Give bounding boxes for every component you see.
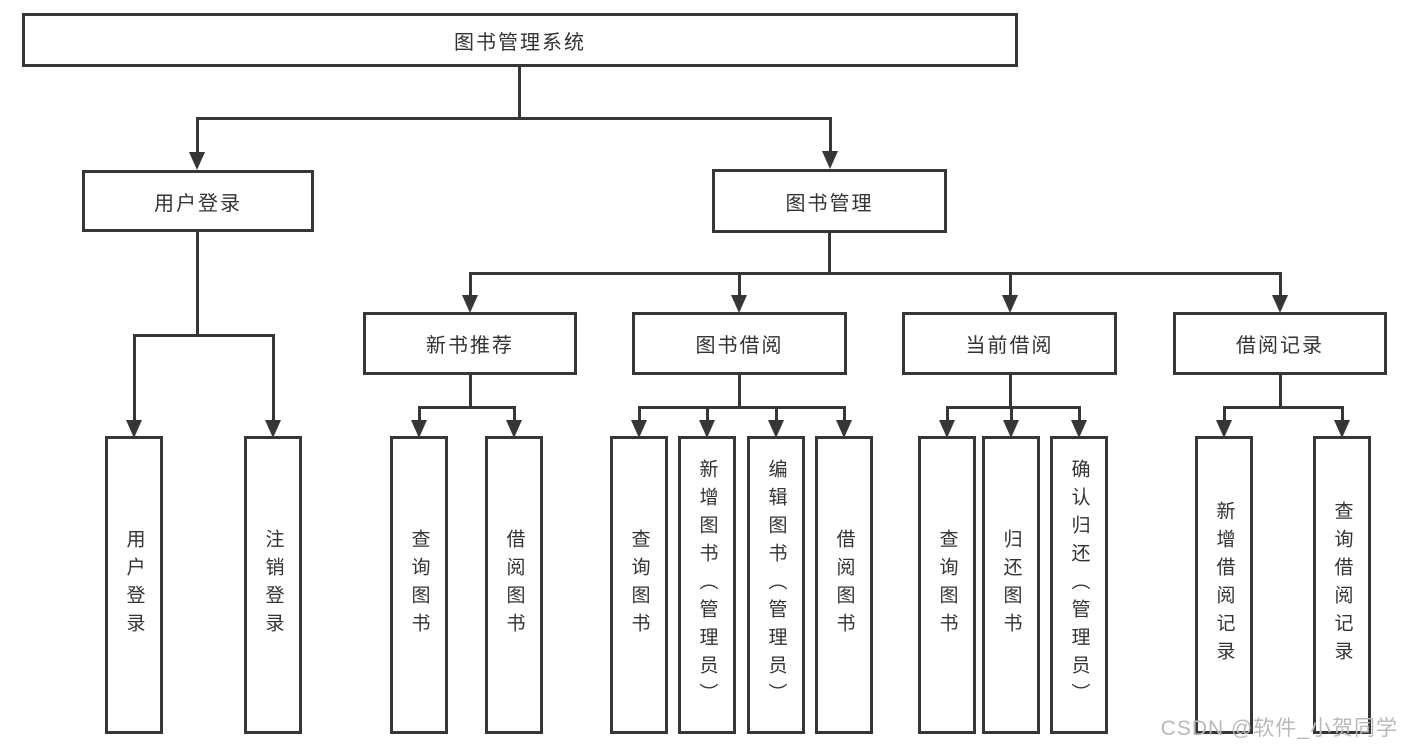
arrowhead-down-icon (411, 420, 427, 438)
connector-line (469, 272, 472, 298)
arrowhead-down-icon (1216, 420, 1232, 438)
arrowhead-down-icon (1272, 295, 1288, 313)
node-leaf-edit-books-admin: 编辑图书（管理员） (747, 436, 805, 734)
connector-line (946, 406, 949, 423)
connector-line (638, 406, 641, 423)
arrowhead-down-icon (631, 420, 647, 438)
node-leaf-logout: 注销登录 (244, 436, 302, 734)
connector-line (738, 272, 741, 298)
arrowhead-down-icon (462, 295, 478, 313)
arrowhead-down-icon (126, 420, 142, 438)
arrowhead-down-icon (768, 420, 784, 438)
connector-line (469, 375, 472, 408)
connector-line (469, 272, 1282, 275)
arrowhead-down-icon (1334, 420, 1350, 438)
connector-line (513, 406, 516, 423)
connector-line (1010, 406, 1013, 423)
connector-line (272, 334, 275, 422)
node-leaf-confirm-return-admin: 确认归还（管理员） (1050, 436, 1108, 734)
connector-line (133, 334, 275, 337)
node-current-borrowing: 当前借阅 (902, 312, 1117, 375)
node-leaf-query-borrow-record: 查询借阅记录 (1313, 436, 1371, 734)
node-book-borrowing: 图书借阅 (632, 312, 847, 375)
connector-line (196, 117, 832, 120)
connector-line (946, 406, 1081, 409)
csdn-watermark: CSDN @软件_小贺同学 (1160, 717, 1398, 740)
connector-line (196, 117, 199, 156)
connector-line (1009, 272, 1012, 298)
node-leaf-return-books: 归还图书 (982, 436, 1040, 734)
connector-line (133, 334, 136, 422)
arrowhead-down-icon (731, 295, 747, 313)
arrowhead-down-icon (836, 420, 852, 438)
connector-line (1279, 375, 1282, 408)
node-leaf-query-books-1: 查询图书 (390, 436, 448, 734)
node-leaf-query-books-2: 查询图书 (610, 436, 668, 734)
connector-line (829, 117, 832, 155)
connector-line (518, 67, 521, 119)
node-leaf-borrow-books-1: 借阅图书 (485, 436, 543, 734)
connector-line (828, 233, 831, 274)
connector-line (775, 406, 778, 423)
connector-line (706, 406, 709, 423)
connector-line (1009, 375, 1012, 408)
connector-line (418, 406, 421, 423)
connector-line (196, 232, 199, 336)
node-leaf-query-books-3: 查询图书 (918, 436, 976, 734)
node-leaf-user-login: 用户登录 (105, 436, 163, 734)
arrowhead-down-icon (506, 420, 522, 438)
node-book-management: 图书管理 (712, 169, 947, 233)
connector-line (418, 406, 516, 409)
connector-line (738, 375, 741, 408)
arrowhead-down-icon (1003, 420, 1019, 438)
node-leaf-borrow-books-2: 借阅图书 (815, 436, 873, 734)
arrowhead-down-icon (822, 151, 838, 169)
connector-line (1279, 272, 1282, 298)
connector-line (843, 406, 846, 423)
node-user-login: 用户登录 (82, 170, 314, 232)
connector-line (1223, 406, 1226, 423)
node-new-book-recommend: 新书推荐 (363, 312, 577, 375)
arrowhead-down-icon (1002, 295, 1018, 313)
connector-line (638, 406, 846, 409)
arrowhead-down-icon (189, 152, 205, 170)
connector-line (1341, 406, 1344, 423)
arrowhead-down-icon (265, 420, 281, 438)
arrowhead-down-icon (1071, 420, 1087, 438)
node-leaf-add-books-admin: 新增图书（管理员） (678, 436, 736, 734)
arrowhead-down-icon (699, 420, 715, 438)
node-book-management-system: 图书管理系统 (22, 13, 1018, 67)
arrowhead-down-icon (939, 420, 955, 438)
node-borrowing-records: 借阅记录 (1173, 312, 1387, 375)
connector-line (1078, 406, 1081, 423)
connector-line (1223, 406, 1344, 409)
node-leaf-add-borrow-record: 新增借阅记录 (1195, 436, 1253, 734)
